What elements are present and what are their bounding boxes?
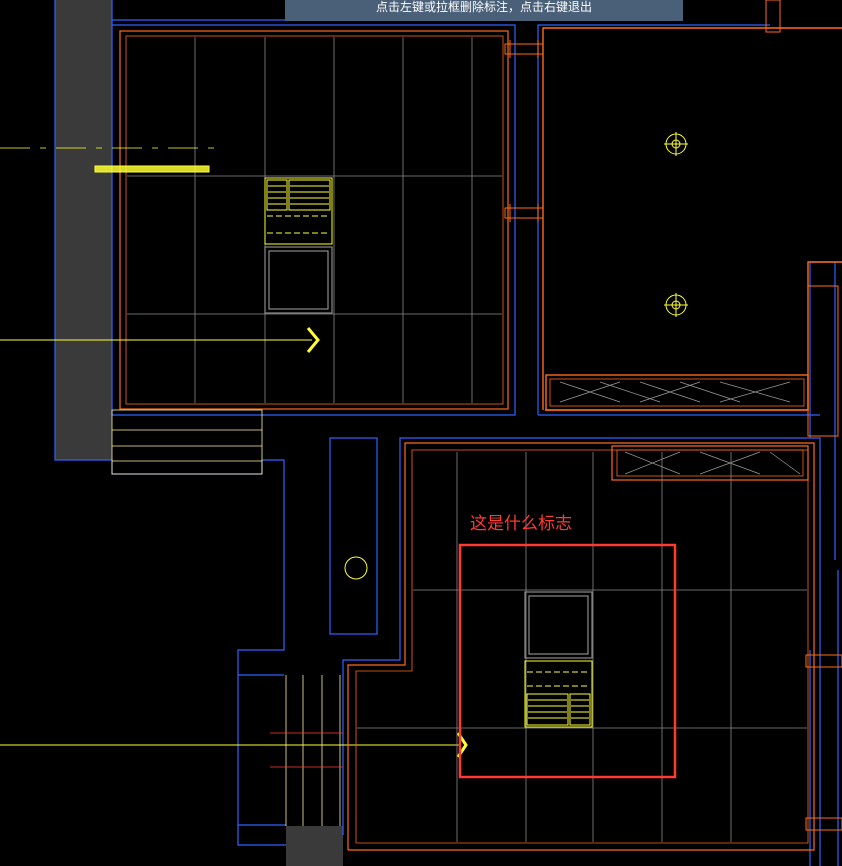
concrete-column-bottom (286, 826, 343, 866)
status-hint-bar: 点击左键或拉框删除标注，点击右键退出 (285, 0, 683, 21)
annotation-box[interactable] (458, 543, 677, 779)
entry-stairs (270, 675, 343, 826)
circle-marker-icon (344, 556, 368, 580)
room-1-outline (119, 30, 509, 410)
room-3-outline (347, 442, 815, 851)
stairs (111, 409, 263, 475)
window-hatch (559, 381, 791, 403)
room-3-ceiling-grid (357, 452, 807, 842)
wall-lines (54, 0, 842, 866)
room-1-ceiling-grid (127, 37, 502, 403)
concrete-column (55, 0, 112, 460)
light-fixture-icon (264, 177, 333, 245)
annotation-label: 这是什么标志 (470, 514, 572, 534)
square-fixture-2 (524, 591, 593, 659)
square-fixture (264, 246, 333, 314)
crosshair-marker-icon (664, 132, 688, 317)
window-hatch-2 (624, 451, 801, 475)
door-hardware (504, 0, 842, 831)
room-2-outline (542, 27, 842, 411)
light-fixture-icon-2 (524, 660, 593, 728)
